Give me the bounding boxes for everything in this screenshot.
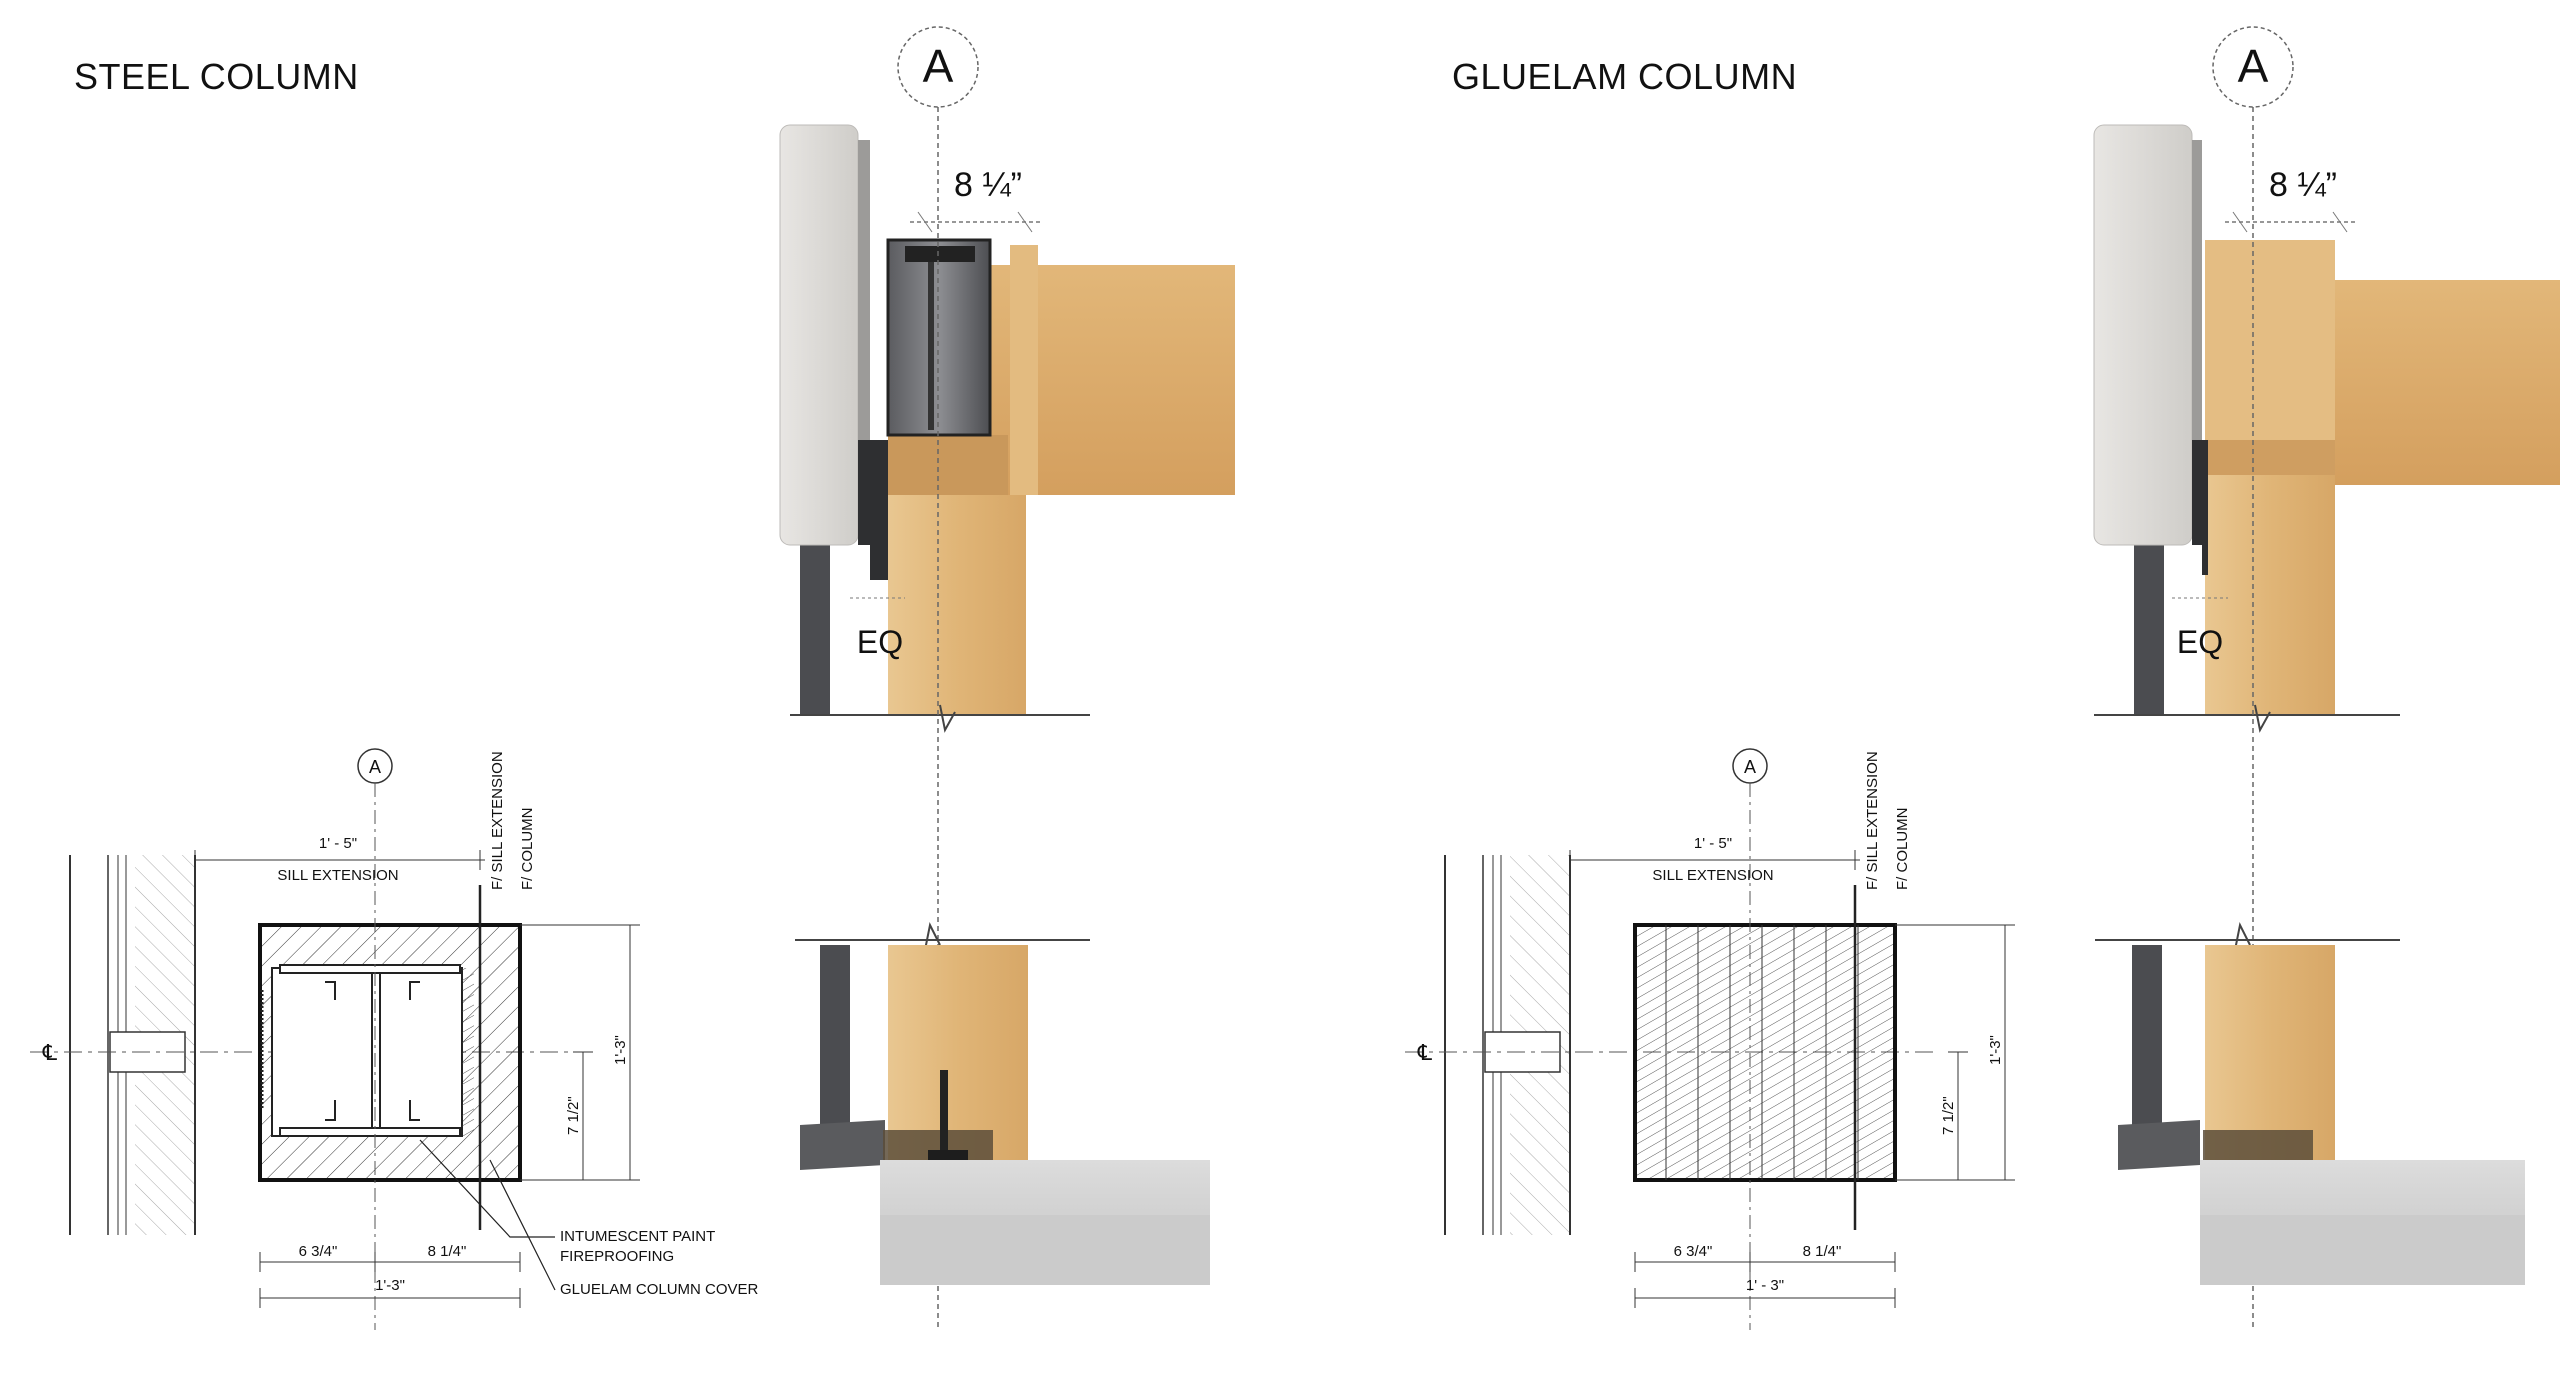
sill-panel [779,124,859,546]
centerline-symbol: ℄ [42,1040,58,1065]
dim-half-vertical: 7 1/2" [565,1096,582,1135]
dim-right: 8 1/4" [1803,1243,1842,1260]
dim-left: 6 3/4" [1674,1243,1713,1260]
dim-total-vertical: 1'-3" [1987,1035,2004,1065]
note-cover: GLUELAM COLUMN COVER [560,1281,759,1298]
f-sill-label: F/ SILL EXTENSION [489,751,506,890]
gluelam-plan: ℄ A 1' - 5" SILL EXTENSION F/ SILL EXTEN… [1405,748,2015,1330]
eq-label: EQ [857,624,903,660]
gluelam-elevation-top [2093,124,2560,733]
steel-width-dimension: 8 ¼” [910,166,1040,233]
grid-bubble [897,26,979,108]
note-intumescent-2: FIREPROOFING [560,1248,674,1265]
note-intumescent-1: INTUMESCENT PAINT [560,1228,715,1245]
dim-total-gluelam: 1' - 3" [1746,1277,1784,1294]
steel-bracket [886,238,992,437]
gluelam-section [1633,923,1897,1182]
steel-base-elevation [795,921,1210,1285]
gluelam-width-dimension: 8 ¼” [2225,166,2355,233]
sill-label: SILL EXTENSION [277,867,398,884]
steel-column-title: STEEL COLUMN [74,56,359,97]
f-column-label: F/ COLUMN [1894,808,1911,891]
steel-elevation-top [779,124,1235,733]
steel-plan: ℄ A 1' - 5" SILL EXTENSION F/ SILL EXTEN… [30,748,759,1330]
steel-eq-dimension: EQ [850,597,905,660]
wood-beam [2335,280,2560,485]
dim-right: 8 1/4" [428,1243,467,1260]
sill-panel [2093,124,2193,546]
dim-left: 6 3/4" [299,1243,338,1260]
gluelam-cover [2205,240,2335,475]
centerline-symbol: ℄ [1417,1040,1433,1065]
dim-width-label: 8 ¼” [2269,166,2337,204]
sill-dim: 1' - 5" [1694,835,1732,852]
f-column-label: F/ COLUMN [519,808,536,891]
dim-half-vertical: 7 1/2" [1940,1096,1957,1135]
gluelam-column-title: GLUELAM COLUMN [1452,56,1798,97]
eq-label: EQ [2177,624,2223,660]
f-sill-label: F/ SILL EXTENSION [1864,751,1881,890]
dim-width-label: 8 ¼” [954,166,1022,204]
plan-grid-label: A [369,757,381,777]
plan-grid-label: A [1744,757,1756,777]
sill-dim: 1' - 5" [319,835,357,852]
grid-label: A [923,40,954,92]
sill-label: SILL EXTENSION [1652,867,1773,884]
grid-label: A [2238,40,2269,92]
gluelam-base-elevation [2095,921,2525,1285]
dim-total-steel: 1'-3" [375,1277,405,1294]
gluelam-eq-dimension: EQ [2172,597,2228,660]
dim-total-vertical: 1'-3" [612,1035,629,1065]
